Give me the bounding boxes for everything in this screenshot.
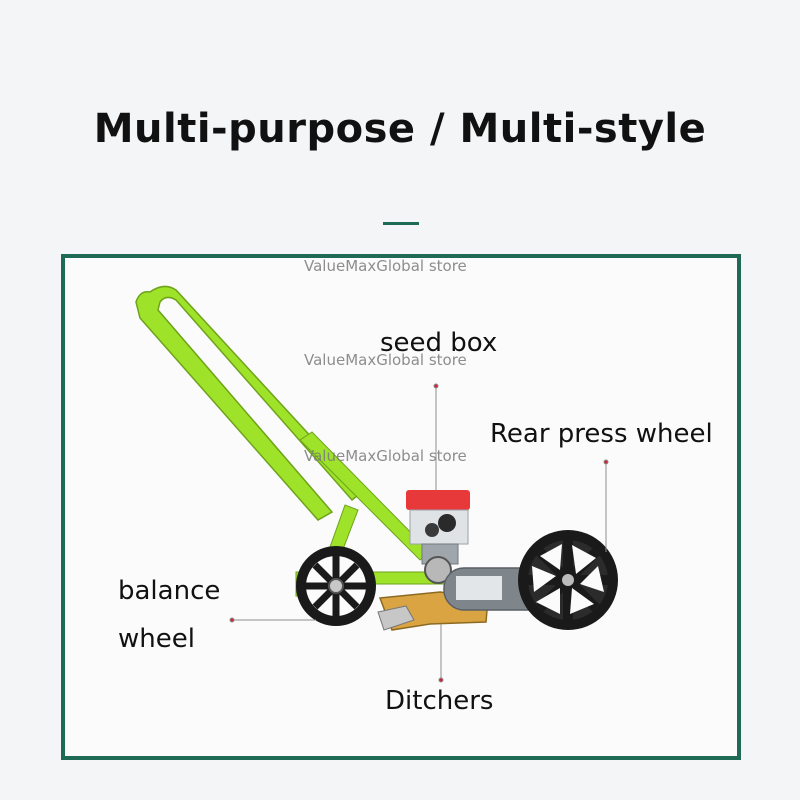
label-rear-press-wheel: Rear press wheel	[490, 419, 713, 449]
watermark-1: ValueMaxGlobal store	[304, 257, 467, 275]
label-seed-box: seed box	[380, 328, 498, 358]
leader-lines	[229, 383, 609, 683]
watermark-3: ValueMaxGlobal store	[304, 447, 467, 465]
balance-wheel	[296, 546, 376, 626]
watermark-2: ValueMaxGlobal store	[304, 351, 467, 369]
cover-plate-sticker	[456, 576, 502, 600]
label-balance-wheel-line2: wheel	[118, 624, 195, 654]
page-title: Multi-purpose / Multi-style	[93, 106, 707, 152]
seed-box	[406, 490, 470, 565]
drive-gear	[424, 556, 452, 584]
title-divider	[383, 222, 419, 225]
label-ditchers: Ditchers	[385, 686, 494, 716]
ditcher-foot	[377, 605, 415, 631]
rear-press-wheel	[518, 530, 618, 630]
handle	[135, 285, 364, 521]
label-balance-wheel-line1: balance	[118, 576, 221, 606]
